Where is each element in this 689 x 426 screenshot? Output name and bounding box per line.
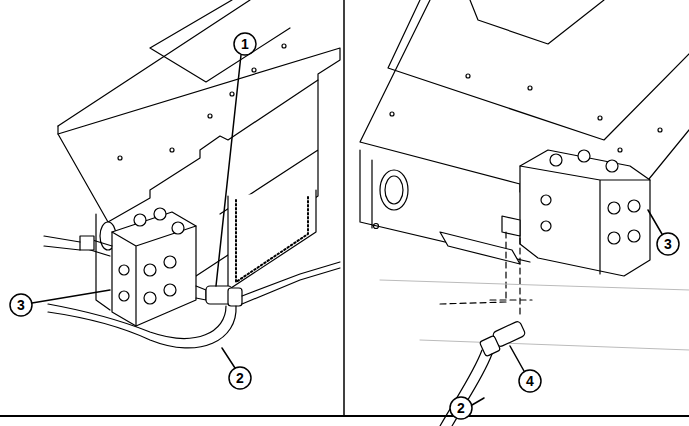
callout-number: 3: [10, 294, 32, 316]
callout-number: 1: [234, 33, 256, 55]
callout-number: 2: [229, 367, 251, 389]
callout-number: 3: [657, 233, 679, 255]
callout-number: 4: [519, 370, 541, 392]
callout-number: 2: [450, 397, 472, 419]
